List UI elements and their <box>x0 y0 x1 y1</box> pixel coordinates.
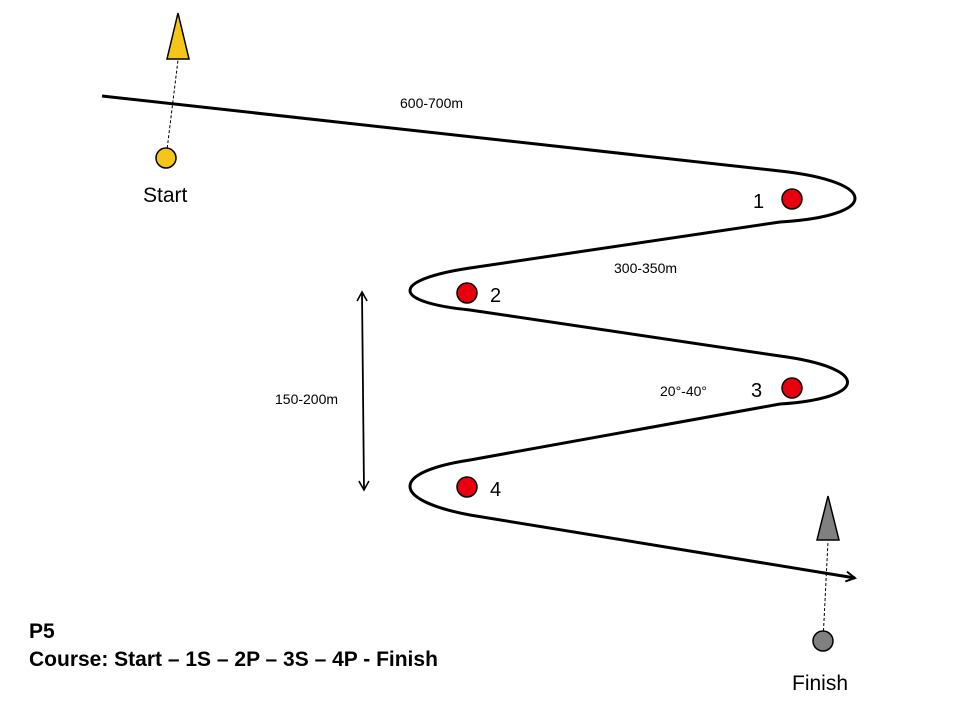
mark-4 <box>456 476 478 498</box>
start-line-dashed <box>165 59 179 159</box>
leg-distance-label: 300-350m <box>614 260 677 276</box>
start-mark <box>155 147 177 169</box>
start-label: Start <box>143 184 188 207</box>
mark-1-label: 1 <box>753 191 764 213</box>
course-code: P5 <box>29 620 55 643</box>
mark-2 <box>456 282 478 304</box>
leg-spacing-label: 150-200m <box>275 391 338 407</box>
start-flag <box>166 12 190 60</box>
finish-line-dashed <box>822 540 829 642</box>
first-leg-distance-label: 600-700m <box>400 95 463 111</box>
course-description: Course: Start – 1S – 2P – 3S – 4P - Fini… <box>29 648 438 671</box>
mark-1 <box>781 188 803 210</box>
mark-4-label: 4 <box>490 479 501 501</box>
finish-mark <box>812 630 834 652</box>
finish-flag <box>816 495 840 541</box>
mark-3-label: 3 <box>751 380 762 402</box>
mark-2-label: 2 <box>490 285 501 307</box>
leg-spacing-dimension-arrow <box>356 290 370 492</box>
angle-label: 20°-40° <box>660 383 707 399</box>
finish-label: Finish <box>792 672 848 695</box>
mark-3 <box>781 377 803 399</box>
course-path <box>101 94 855 578</box>
